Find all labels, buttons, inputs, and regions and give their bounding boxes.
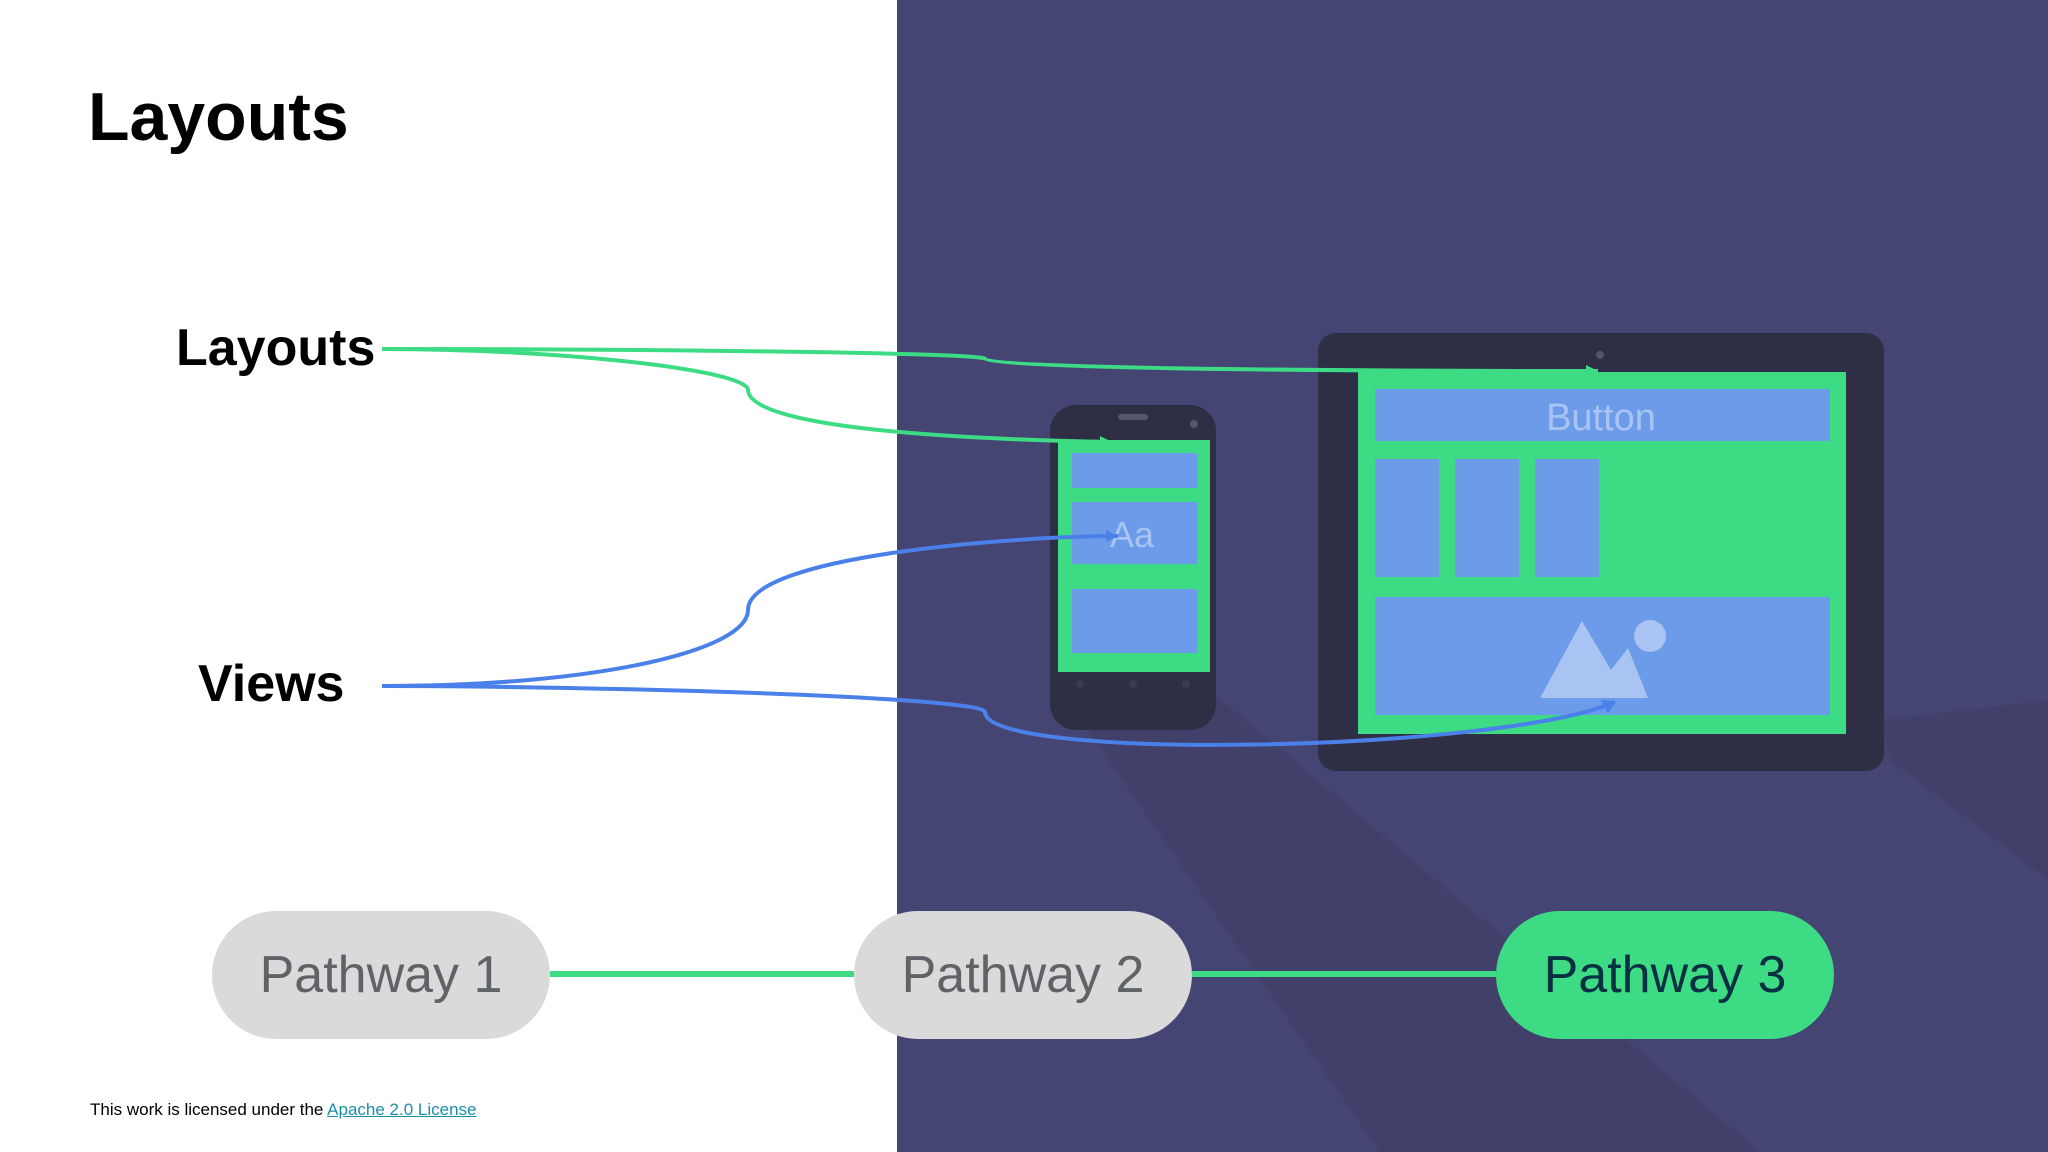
image-icon	[1540, 620, 1666, 698]
page-title: Layouts	[88, 79, 349, 155]
pathway-connector-1	[550, 971, 854, 977]
device-shadow-right	[1880, 700, 2048, 880]
phone-view-text	[1072, 502, 1197, 564]
phone-view-top	[1072, 453, 1197, 488]
tablet-column-2	[1455, 459, 1519, 577]
layouts-arrows	[381, 347, 1599, 444]
phone-view-bottom	[1072, 589, 1197, 653]
pathway-connector-2	[1192, 971, 1496, 977]
tablet-device	[1318, 333, 1884, 771]
pathway-1-button[interactable]: Pathway 1	[212, 911, 550, 1039]
tablet-column-3	[1535, 459, 1599, 577]
pathway-3-button[interactable]: Pathway 3	[1496, 911, 1834, 1039]
layouts-label: Layouts	[176, 319, 376, 377]
tablet-column-1	[1375, 459, 1439, 577]
views-label: Views	[198, 655, 345, 713]
tablet-button-view	[1375, 389, 1830, 441]
phone-device	[1050, 405, 1216, 730]
views-arrows	[381, 534, 1616, 747]
license-text: This work is licensed under the	[90, 1100, 328, 1119]
license-link[interactable]: Apache 2.0 License	[327, 1100, 477, 1119]
license-footer: This work is licensed under the Apache 2…	[90, 1100, 477, 1120]
tablet-button-text: Button	[1546, 397, 1656, 439]
pathway-2-button[interactable]: Pathway 2	[854, 911, 1192, 1039]
